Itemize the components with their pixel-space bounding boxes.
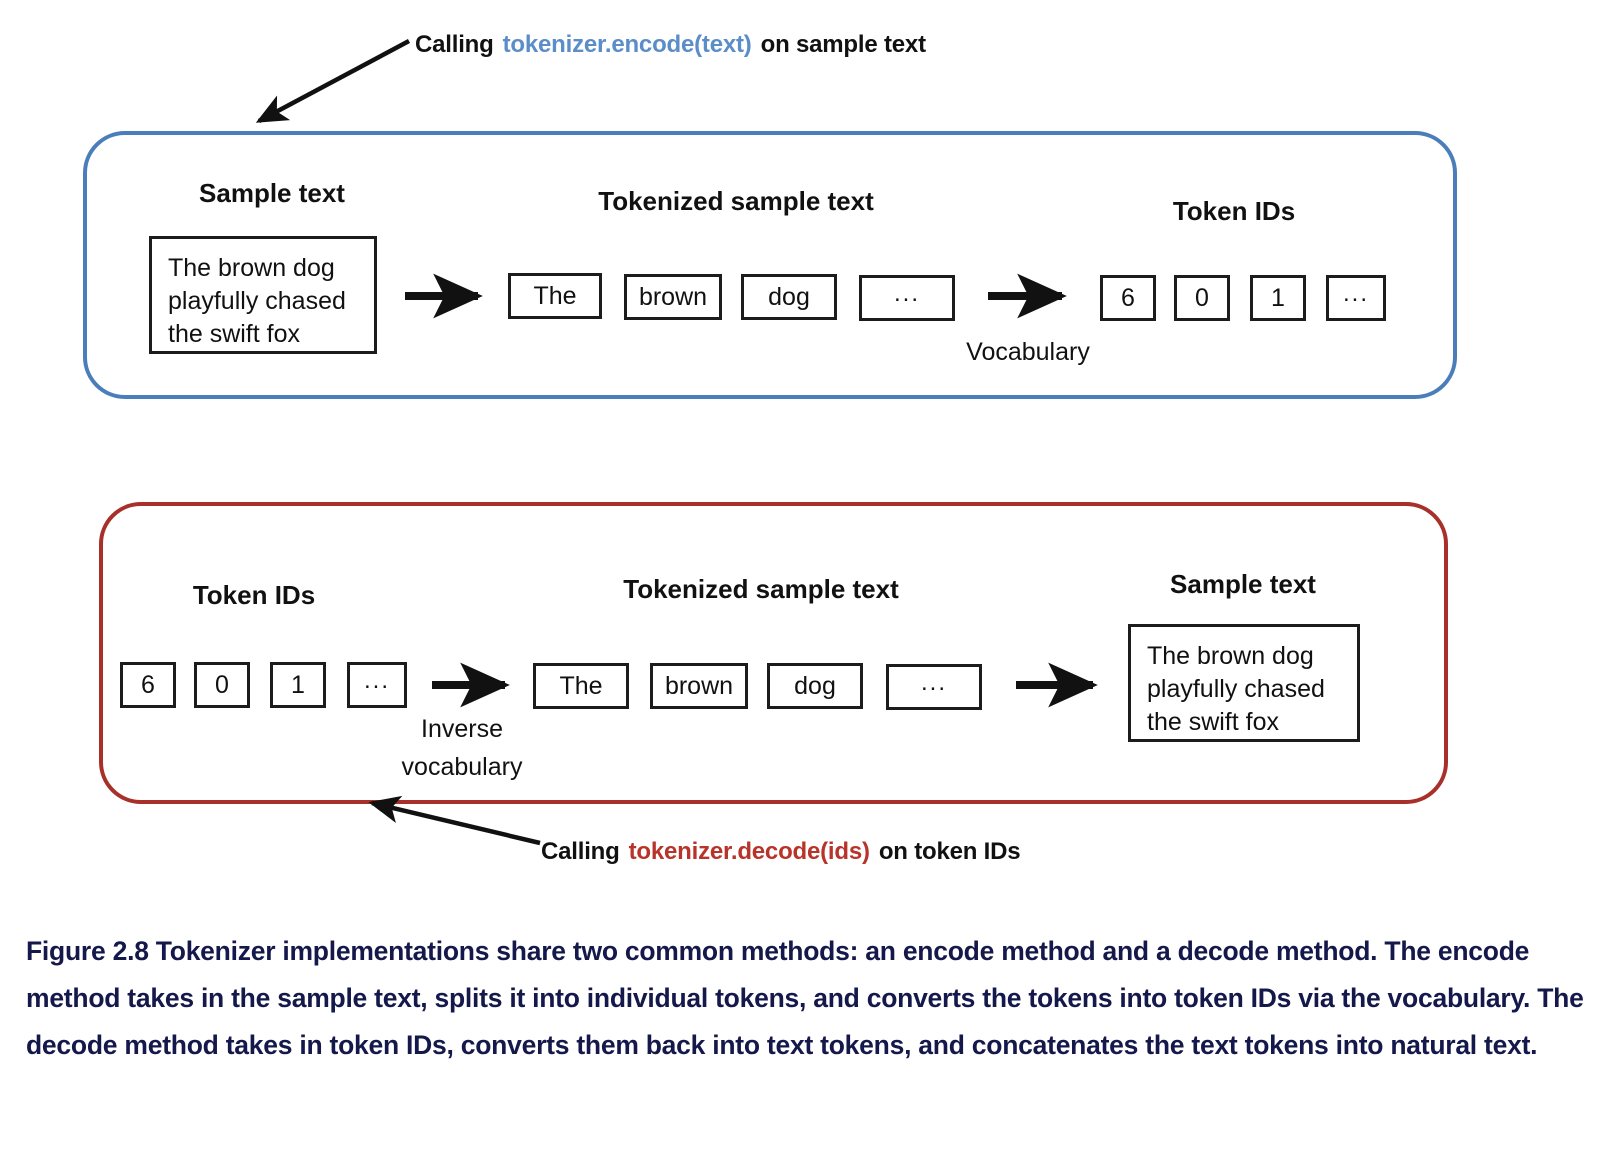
decode-id-chip: 1 (270, 662, 326, 708)
decode-sample-text-title: Sample text (1170, 569, 1316, 599)
encode-id-chip: 0 (1174, 275, 1230, 321)
decode-token-chip: The (533, 663, 629, 709)
encode-tokens-title: Tokenized sample text (598, 186, 874, 216)
vocabulary-label: Vocabulary (966, 338, 1090, 366)
decode-id-chip: 0 (194, 662, 250, 708)
decode-id-chip: 6 (120, 662, 176, 708)
decode-ids-title: Token IDs (192, 580, 316, 610)
decode-tokens-title: Tokenized sample text (623, 574, 899, 604)
decode-callout-code: tokenizer.decode(ids) (628, 838, 870, 865)
inverse-vocabulary-label: Inverse vocabulary (401, 715, 523, 781)
encode-sample-text-title: Sample text (199, 178, 345, 208)
encode-callout-label: Calling tokenizer.encode(text) on sample t… (415, 31, 926, 59)
encode-callout-suffix: on sample text (760, 31, 926, 58)
encode-token-chip: dog (741, 274, 837, 320)
encode-ids-title: Token IDs (1172, 196, 1296, 226)
figure-caption: Figure 2.8 Tokenizer implementations sha… (26, 936, 1584, 1060)
encode-callout-prefix: Calling (415, 31, 494, 58)
decode-callout-label: Calling tokenizer.decode(ids) on token IDs (541, 838, 1021, 866)
encode-token-chip-ellipsis: ... (859, 275, 955, 321)
decode-token-chip: dog (767, 663, 863, 709)
decode-callout-prefix: Calling (541, 838, 620, 865)
encode-id-chip-ellipsis: ... (1326, 275, 1386, 321)
decode-token-chip-ellipsis: ... (886, 664, 982, 710)
decode-sample-text-box: The brown dog playfully chased the swift… (1128, 624, 1360, 742)
encode-callout-arrow (255, 39, 411, 123)
encode-token-chip: brown (624, 274, 722, 320)
encode-callout-code: tokenizer.encode(text) (502, 31, 752, 58)
encode-id-chip: 6 (1100, 275, 1156, 321)
encode-sample-text-box: The brown dog playfully chased the swift… (149, 236, 377, 354)
decode-callout-arrow (368, 795, 541, 846)
decode-id-chip-ellipsis: ... (347, 662, 407, 708)
encode-id-chip: 1 (1250, 275, 1306, 321)
decode-token-chip: brown (650, 663, 748, 709)
decode-callout-suffix: on token IDs (878, 838, 1021, 865)
encode-token-chip: The (508, 273, 602, 319)
